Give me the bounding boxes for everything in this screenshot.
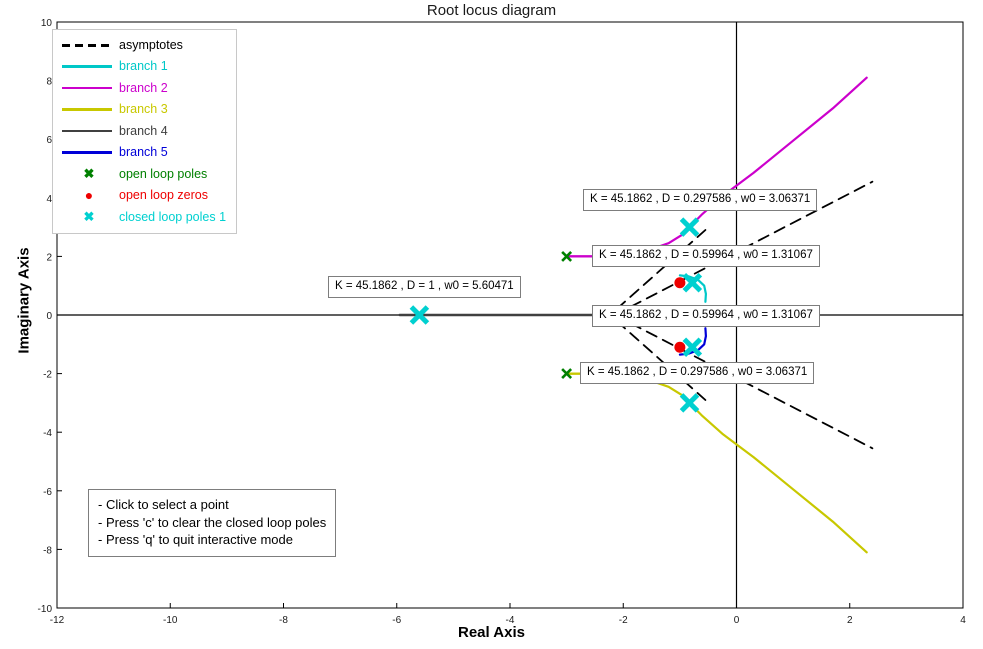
y-tick-label: -4 <box>43 428 52 439</box>
legend-line-swatch <box>59 124 115 138</box>
x-tick-label: -2 <box>619 615 628 626</box>
x-tick-label: -4 <box>506 615 515 626</box>
open-loop-zero-marker <box>674 341 686 353</box>
legend-item: branch 1 <box>59 56 226 78</box>
branch-2-curve <box>565 76 868 258</box>
closed-loop-pole-marker <box>409 305 430 325</box>
legend-item: branch 2 <box>59 77 226 99</box>
open-loop-zero-marker <box>674 277 686 289</box>
y-tick-label: -6 <box>43 487 52 498</box>
legend-item-label: open loop zeros <box>119 188 208 203</box>
closed-loop-pole-marker <box>679 393 700 413</box>
x-tick-label: -8 <box>279 615 288 626</box>
help-box: - Click to select a point - Press 'c' to… <box>88 489 337 557</box>
y-tick-label: -10 <box>38 604 53 615</box>
legend-item: asymptotes <box>59 34 226 56</box>
annotation-callout: K = 45.1862 , D = 1 , w0 = 5.60471 <box>328 276 521 298</box>
legend-item: ✖ closed loop poles 1 <box>59 206 226 228</box>
legend-x-marker-icon: ✖ <box>83 208 95 224</box>
annotation-callout: K = 45.1862 , D = 0.297586 , w0 = 3.0637… <box>580 362 815 384</box>
y-tick-label: -2 <box>43 370 52 381</box>
y-tick-label: 10 <box>41 18 53 29</box>
legend-item: branch 4 <box>59 120 226 142</box>
legend-line-swatch <box>59 102 115 116</box>
y-axis-label: Imaginary Axis <box>15 247 33 354</box>
annotation-callout: K = 45.1862 , D = 0.59964 , w0 = 1.31067 <box>592 305 820 327</box>
page-title: Root locus diagram <box>426 2 557 19</box>
legend-item: branch 5 <box>59 142 226 164</box>
x-tick-label: -10 <box>163 615 178 626</box>
x-tick-label: 2 <box>847 615 853 626</box>
legend-item-label: closed loop poles 1 <box>119 209 227 224</box>
legend-dashed-line-swatch <box>59 38 115 52</box>
legend-item-label: branch 1 <box>119 59 168 74</box>
legend-item: ✖ open loop poles <box>59 163 226 185</box>
closed-loop-pole-marker <box>682 273 703 293</box>
annotation-callout: K = 45.1862 , D = 0.59964 , w0 = 1.31067 <box>592 245 820 267</box>
x-tick-label: 0 <box>734 615 740 626</box>
x-tick-label: -6 <box>392 615 401 626</box>
closed-loop-pole-marker <box>682 337 703 357</box>
branch-3-curve <box>565 372 868 554</box>
x-tick-label: -12 <box>50 615 65 626</box>
y-tick-label: 8 <box>46 77 52 88</box>
legend-item-label: open loop poles <box>119 166 208 181</box>
legend-line-swatch <box>59 145 115 159</box>
markers-layer <box>409 217 703 413</box>
y-tick-label: -8 <box>43 545 52 556</box>
help-line: - Press 'q' to quit interactive mode <box>98 532 293 547</box>
y-tick-label: 4 <box>46 194 52 205</box>
legend-item-label: branch 5 <box>119 145 168 160</box>
legend-line-swatch <box>59 59 115 73</box>
legend-item-label: branch 4 <box>119 123 168 138</box>
help-line: - Press 'c' to clear the closed loop pol… <box>98 514 327 530</box>
y-tick-label: 6 <box>46 135 52 146</box>
legend: asymptotes branch 1 branch 2 branch 3 branch… <box>52 29 238 234</box>
closed-loop-pole-marker <box>679 217 700 237</box>
legend-item: branch 3 <box>59 99 226 121</box>
legend-item-label: branch 2 <box>119 80 168 95</box>
legend-item: ● open loop zeros <box>59 185 226 207</box>
annotation-callout: K = 45.1862 , D = 0.297586 , w0 = 3.0637… <box>583 189 818 211</box>
help-line: - Click to select a point <box>98 497 229 512</box>
open-loop-pole-marker <box>561 368 573 380</box>
x-axis-label: Real Axis <box>458 624 525 641</box>
y-tick-label: 2 <box>46 252 52 263</box>
legend-item-label: branch 3 <box>119 102 168 117</box>
legend-x-marker-icon: ✖ <box>83 165 95 181</box>
x-tick-label: 4 <box>960 615 966 626</box>
open-loop-pole-marker <box>561 250 573 262</box>
legend-item-label: asymptotes <box>119 37 183 52</box>
legend-line-swatch <box>59 81 115 95</box>
y-tick-label: 0 <box>46 311 52 322</box>
legend-dot-marker-icon: ● <box>84 187 94 204</box>
